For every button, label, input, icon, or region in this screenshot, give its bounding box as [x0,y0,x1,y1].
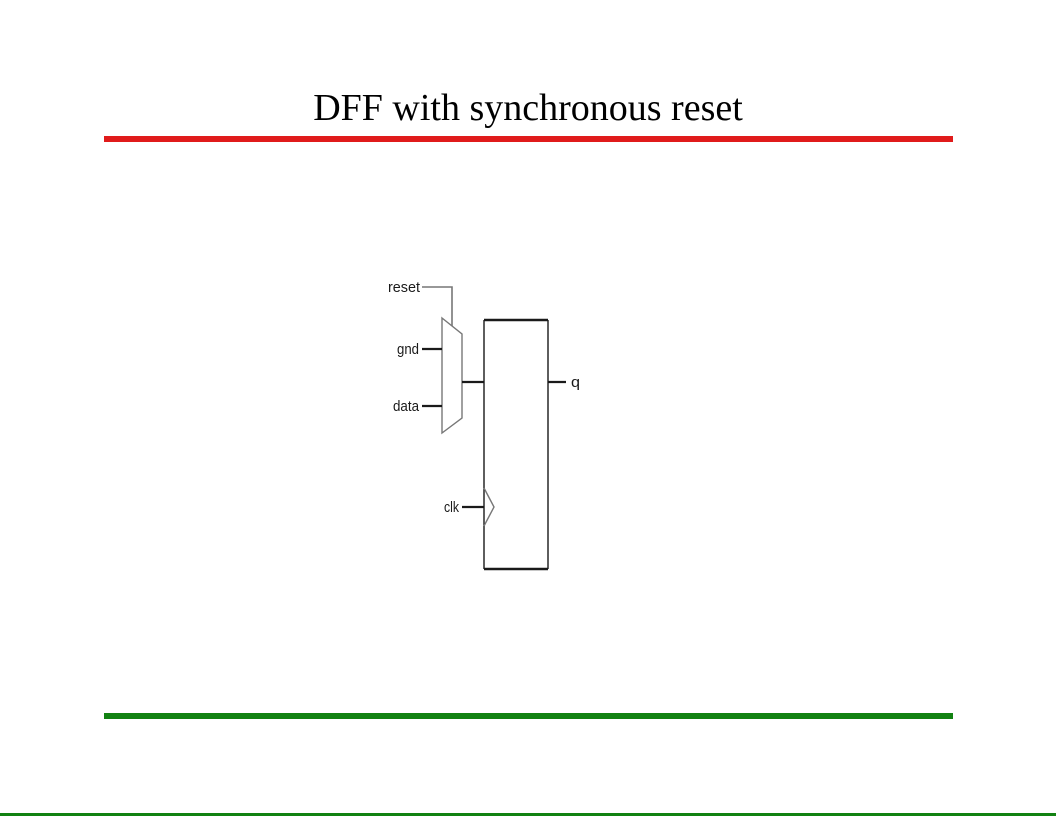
clock-triangle [483,487,495,527]
mux-shape [441,316,463,435]
q-label: q [571,374,580,391]
reset-wire [422,286,453,335]
slide-title: DFF with synchronous reset [313,87,743,129]
slide-bottom-edge [0,813,1056,816]
bottom-green-rule [104,713,953,719]
data-label: data [393,398,420,415]
reset-label: reset [388,279,421,296]
gnd-label: gnd [397,341,419,358]
top-red-rule [104,136,953,142]
clk-label: clk [444,499,459,516]
